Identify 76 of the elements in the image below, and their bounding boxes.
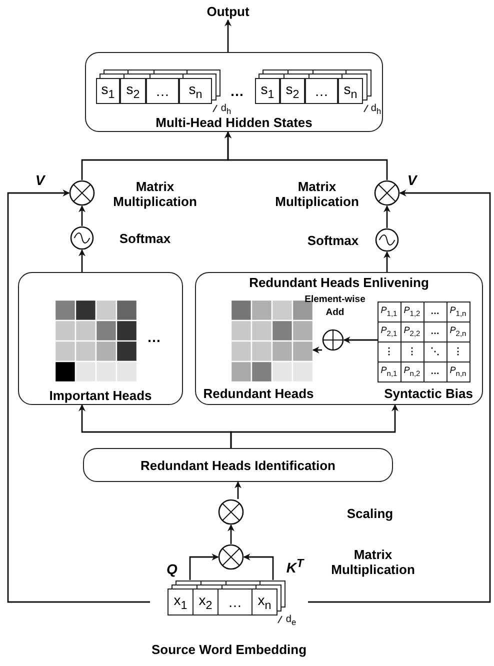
- matrix-cell: …: [305, 78, 338, 104]
- matrix-cell-text: x$_{n}$: [256, 590, 272, 614]
- matrix-entry: P$_{1,1}$: [380, 304, 398, 320]
- embedding-matrix: [150, 580, 308, 658]
- matrix-cell: s$_{n}$: [338, 78, 363, 104]
- matrix-entry: ⋱: [430, 345, 440, 358]
- matrix-entry: P$_{n,1}$: [380, 364, 398, 380]
- multiply-operator-icon: [69, 180, 95, 206]
- matrix-entry: …: [430, 305, 440, 318]
- arrow: [224, 131, 388, 180]
- matrix-cell-text: x$_{1}$: [172, 590, 188, 614]
- edge-label: K$^{T}$: [284, 558, 306, 574]
- matrix-entry: ⋮: [384, 345, 394, 358]
- arrow: [384, 251, 390, 272]
- title-text: Redundant Heads: [203, 386, 314, 400]
- arrow: [7, 190, 150, 603]
- title-text: Source Word Embedding: [151, 642, 307, 657]
- enlivening-panel: [195, 272, 483, 405]
- matrix-entry: P$_{2,2}$: [402, 324, 422, 340]
- arrow: [228, 524, 234, 544]
- arrow: [78, 249, 86, 272]
- operation-label: Matrix Multiplication: [274, 178, 360, 210]
- matrix-entry: P$_{2,1}$: [380, 324, 398, 340]
- arrow: [224, 19, 232, 52]
- matrix-cell: s$_{1}$: [96, 78, 120, 104]
- matrix-entry: ⋮: [406, 345, 418, 358]
- operation-label: Element-wise Add: [304, 293, 366, 319]
- dimension-text: d$_{h}$: [370, 103, 382, 117]
- arrow: [312, 346, 322, 354]
- arrow: [78, 205, 86, 226]
- title-text: Redundant Heads Enlivening: [249, 275, 429, 290]
- arrow: [343, 336, 378, 344]
- matrix-cell: s$_{2}$: [120, 78, 146, 104]
- ellipsis-text: …: [229, 82, 245, 100]
- matrix-entry: …: [430, 325, 440, 338]
- title-text: Multi-Head Hidden States: [156, 115, 312, 130]
- title-text: Syntactic Bias: [384, 386, 473, 400]
- matrix-cell: s$_{2}$: [280, 78, 305, 104]
- operation-label: Softmax: [306, 232, 360, 248]
- multiply-operator-icon: [218, 499, 244, 525]
- heads-panel: [18, 272, 183, 405]
- operation-label: Scaling: [346, 504, 394, 522]
- arrow: [243, 554, 274, 580]
- softmax-operator-icon: [70, 226, 94, 250]
- matrix-cell: …: [146, 78, 179, 104]
- add-operator-icon: [322, 328, 344, 350]
- matrix-cell-text: …: [227, 593, 243, 612]
- matrix-entry: P$_{n,2}$: [402, 364, 422, 380]
- matrix-entry: P$_{2,n}$: [448, 324, 468, 340]
- matrix-entry: …: [430, 365, 440, 378]
- arrow: [189, 554, 219, 580]
- arrow: [234, 481, 242, 499]
- operation-label: Matrix Multiplication: [112, 178, 198, 210]
- matrix-entry: P$_{1,2}$: [402, 304, 422, 320]
- process-box: [83, 448, 393, 482]
- arrow: [230, 404, 398, 448]
- edge-label: Q: [164, 561, 180, 577]
- dimension-text: d$_{h}$: [220, 103, 232, 117]
- ellipsis-text: …: [146, 328, 162, 346]
- matrix-entry: ⋮: [452, 345, 464, 358]
- title-text: Important Heads: [49, 388, 152, 403]
- output-text: Output: [206, 4, 250, 18]
- dimension-text: d$_{e}$: [284, 614, 298, 628]
- matrix-cell: s$_{1}$: [255, 78, 280, 104]
- arrow: [384, 205, 390, 228]
- matrix-cell: s$_{n}$: [179, 78, 212, 104]
- matrix-entry: P$_{1,n}$: [448, 304, 468, 320]
- title-text: Redundant Heads Identification: [140, 458, 336, 472]
- arrow: [308, 190, 491, 603]
- multiply-operator-icon: [374, 180, 400, 206]
- softmax-operator-icon: [375, 228, 399, 252]
- matrix-entry: P$_{n,n}$: [448, 364, 468, 380]
- matrix-cell-text: x$_{2}$: [198, 590, 214, 614]
- multiply-operator-icon: [218, 544, 244, 570]
- operation-label: Softmax: [118, 230, 172, 246]
- operation-label: Matrix Multiplication: [330, 546, 416, 578]
